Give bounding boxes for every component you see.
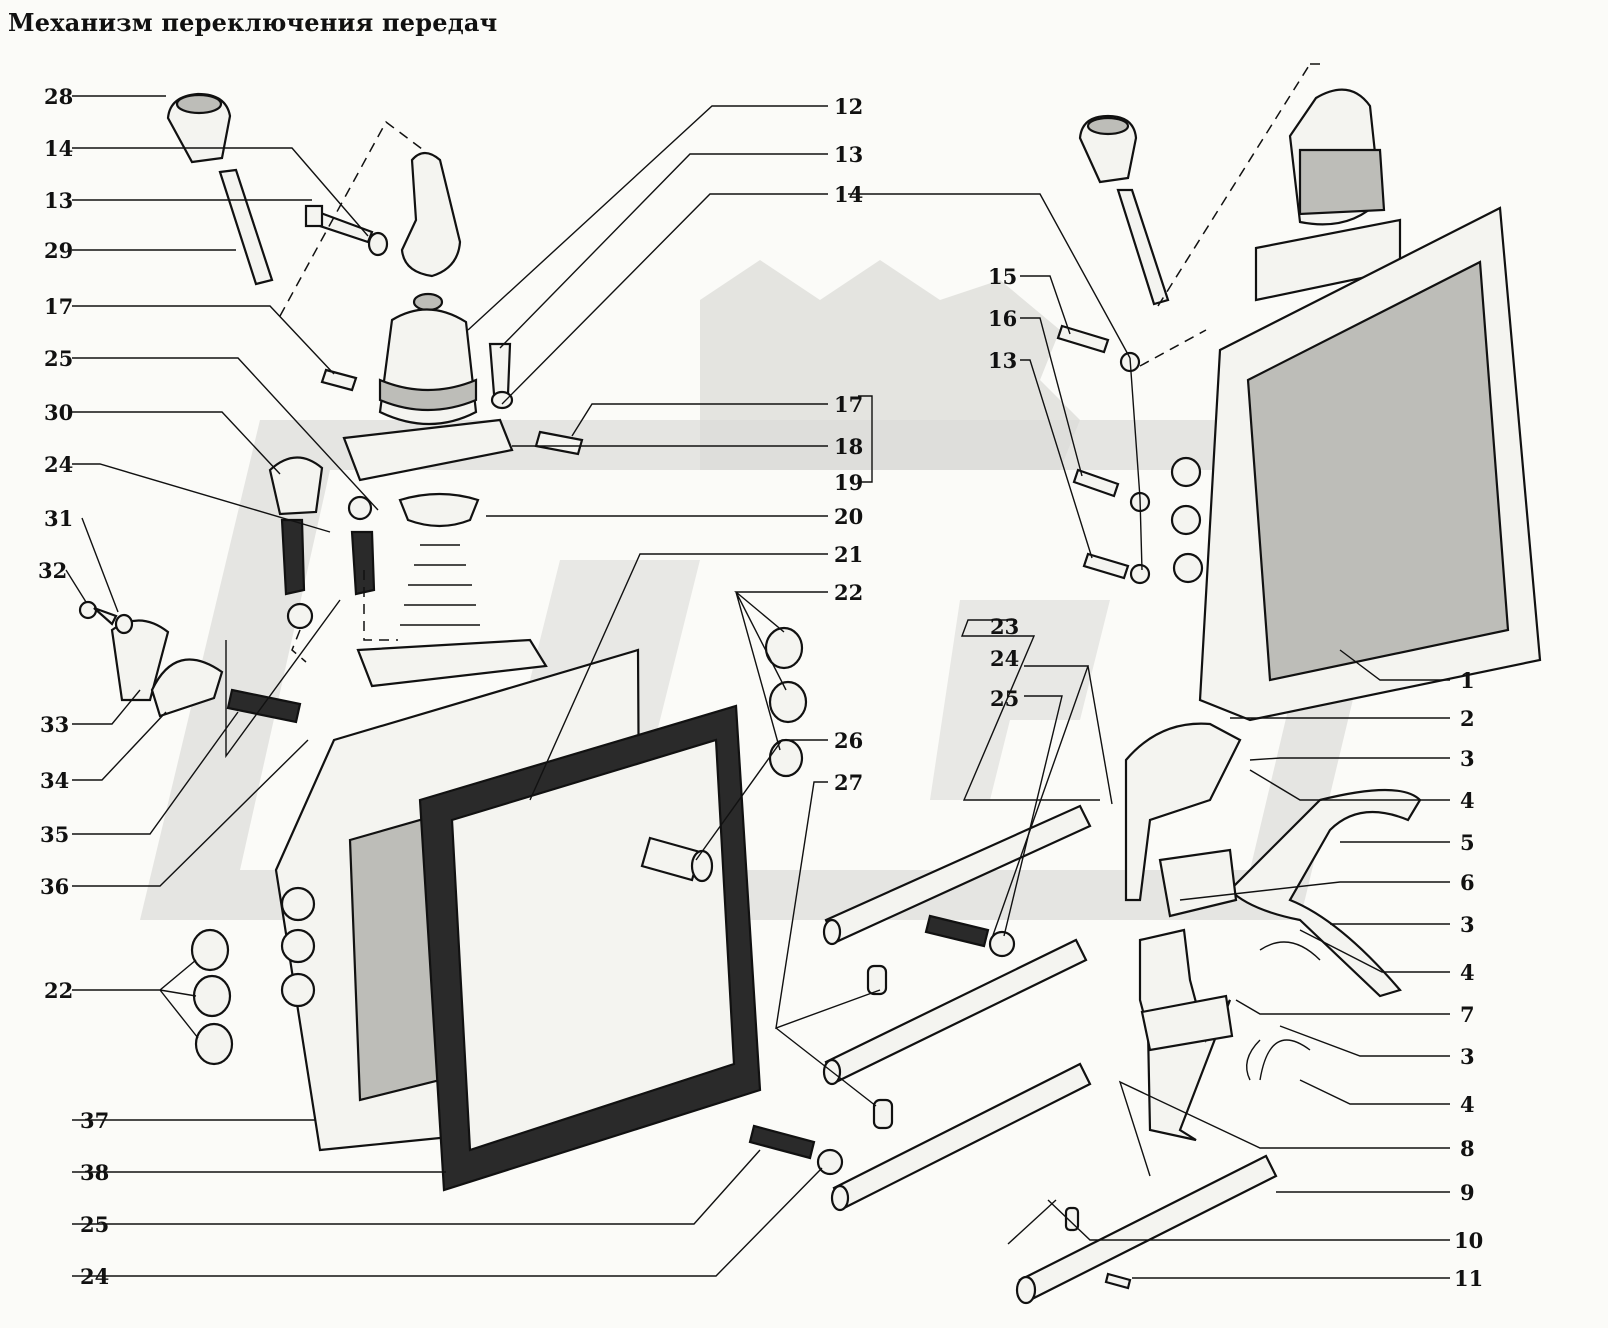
label-24-bottom: 24	[80, 1264, 109, 1289]
label-28: 28	[44, 84, 73, 109]
labels-left: 28 14 13 29 17 25 30 24 31 32 33 34 35 3…	[38, 84, 109, 1289]
label-34: 34	[40, 768, 69, 793]
label-13-right: 13	[988, 348, 1017, 373]
cover-assembly-1	[1170, 88, 1542, 722]
label-30: 30	[44, 400, 73, 425]
label-20: 20	[834, 504, 863, 529]
label-23: 23	[990, 614, 1019, 639]
label-33: 33	[40, 712, 69, 737]
label-9: 9	[1460, 1180, 1475, 1205]
small-bolts-12-17	[320, 342, 584, 456]
label-7: 7	[1460, 1002, 1475, 1027]
label-29: 29	[44, 238, 73, 263]
plugs-22-left	[190, 928, 234, 1066]
springs-balls-center	[748, 914, 1132, 1290]
label-3-a: 3	[1460, 746, 1475, 771]
spring-35	[226, 688, 302, 724]
label-19: 19	[834, 470, 863, 495]
label-22-left: 22	[44, 978, 73, 1003]
label-11: 11	[1454, 1266, 1483, 1291]
label-32: 32	[38, 558, 67, 583]
label-3-c: 3	[1460, 1044, 1475, 1069]
spring-assembly-center	[356, 492, 548, 688]
label-8: 8	[1460, 1136, 1475, 1161]
forks-right	[1124, 722, 1422, 1142]
label-17: 17	[44, 294, 73, 319]
shaft-8	[822, 938, 1088, 1086]
label-26: 26	[834, 728, 863, 753]
label-2: 2	[1460, 706, 1475, 731]
shaft-23	[822, 804, 1092, 946]
label-13: 13	[44, 188, 73, 213]
label-5: 5	[1460, 830, 1475, 855]
label-36: 36	[40, 874, 69, 899]
leader-lines	[65, 95, 1450, 1279]
shaft-9	[830, 1062, 1092, 1212]
label-25: 25	[44, 346, 73, 371]
labels-right: 1 2 3 4 5 6 3 4 7 3 4 8 9 10 11	[1454, 668, 1483, 1291]
lever-head	[400, 151, 462, 278]
label-1: 1	[1460, 668, 1475, 693]
label-10: 10	[1454, 1228, 1483, 1253]
gear-knob-right	[1078, 114, 1170, 306]
label-24: 24	[44, 452, 73, 477]
label-35: 35	[40, 822, 69, 847]
label-38: 38	[80, 1160, 109, 1185]
label-25-center: 25	[990, 686, 1019, 711]
label-27: 27	[834, 770, 863, 795]
plug-30	[268, 456, 324, 516]
bolts-15-16-13-right	[1056, 324, 1151, 585]
shaft-10	[1015, 1154, 1278, 1305]
dashed-lines	[279, 63, 1326, 663]
labels-right-top: 15 16 13	[988, 264, 1017, 373]
lever-rod-29	[218, 168, 274, 286]
label-25-bottom: 25	[80, 1212, 109, 1237]
labels-center: 12 13 14 17 18 19 20 21 22 26 27 23 24 2…	[834, 94, 1019, 795]
label-6: 6	[1460, 870, 1475, 895]
label-4-b: 4	[1460, 960, 1475, 985]
label-17-center: 17	[834, 392, 863, 417]
label-12: 12	[834, 94, 863, 119]
label-14: 14	[44, 136, 73, 161]
label-16: 16	[988, 306, 1017, 331]
label-24-center: 24	[990, 646, 1019, 671]
label-37: 37	[80, 1108, 109, 1133]
label-31: 31	[44, 506, 73, 531]
label-4-c: 4	[1460, 1092, 1475, 1117]
wire-locks	[1246, 941, 1321, 1081]
bracket-33-34	[78, 600, 224, 718]
bolt-13-left	[304, 204, 389, 257]
label-3-b: 3	[1460, 912, 1475, 937]
spring-ball-left	[280, 495, 376, 630]
label-4-a: 4	[1460, 788, 1475, 813]
label-18: 18	[834, 434, 863, 459]
gear-knob-left	[166, 92, 232, 164]
label-15: 15	[988, 264, 1017, 289]
diagram-title: Механизм переключения передач	[8, 8, 498, 37]
label-22-center: 22	[834, 580, 863, 605]
label-14-center: 14	[834, 182, 863, 207]
label-13-center: 13	[834, 142, 863, 167]
label-21: 21	[834, 542, 863, 567]
lever-housing	[342, 292, 514, 482]
